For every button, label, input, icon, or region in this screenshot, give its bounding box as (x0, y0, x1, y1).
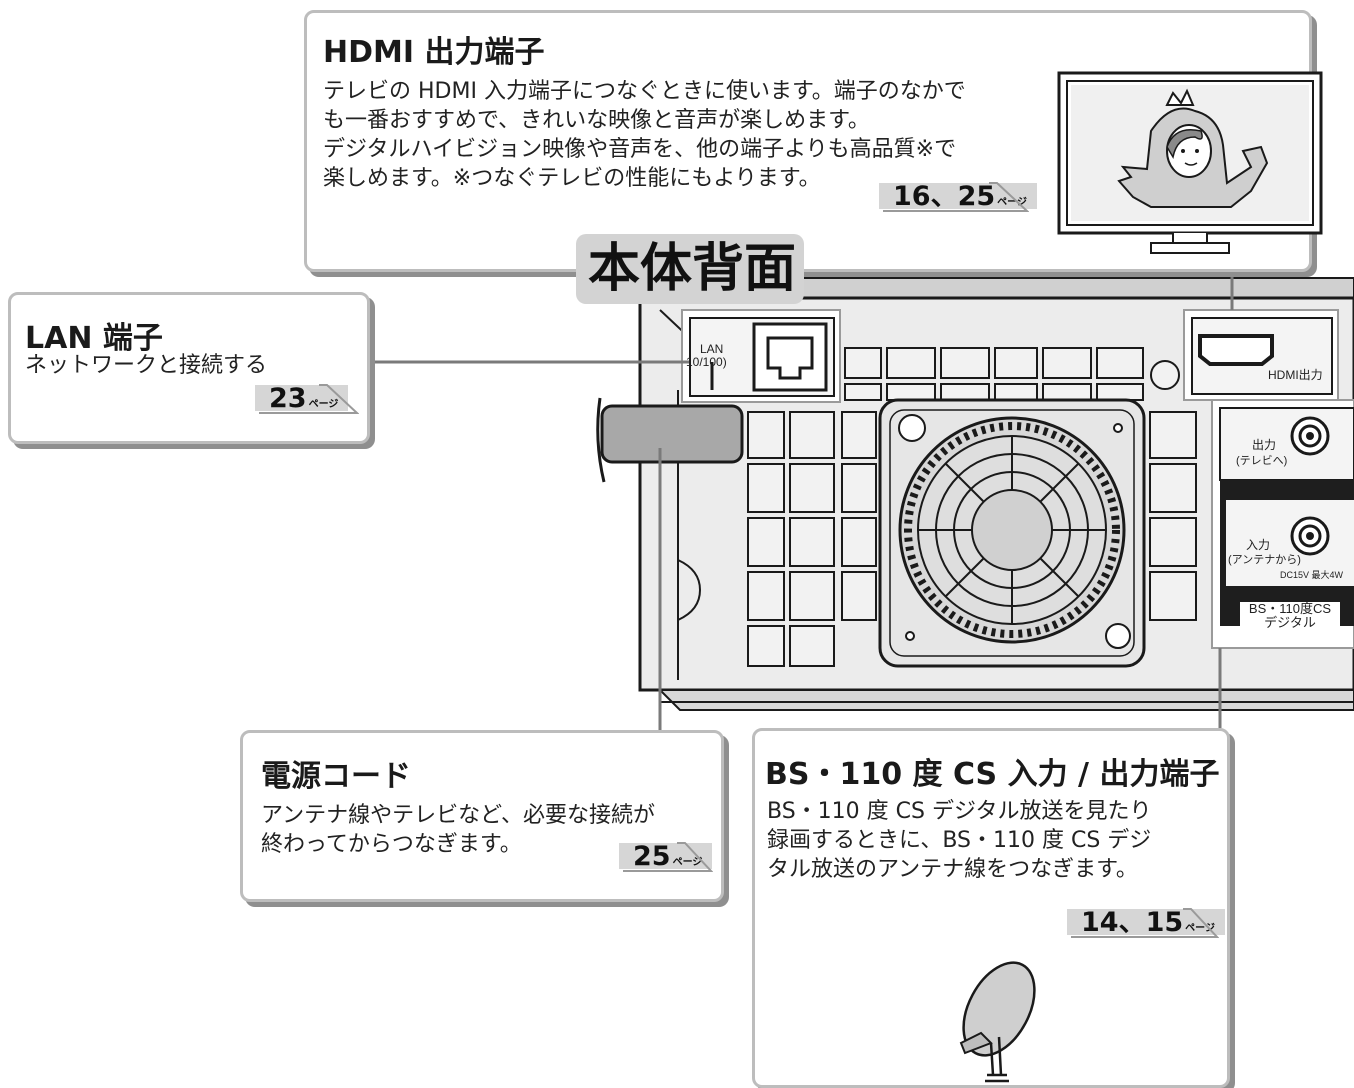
bs-cs-line-3: タル放送のアンテナ線をつなぎます。 (767, 857, 1138, 882)
bs-cs-callout: BS・110 度 CS 入力 / 出力端子 BS・110 度 CS デジタル放送… (752, 728, 1230, 1088)
hdmi-title: HDMI 出力端子 (323, 35, 545, 70)
lan-page-ref-number: 23 (269, 383, 307, 414)
hdmi-callout: HDMI 出力端子 テレビの HDMI 入力端子につなぐときに使います。端子のな… (304, 10, 1323, 272)
bs-cs-title: BS・110 度 CS 入力 / 出力端子 (765, 757, 1220, 792)
bs-cs-page-ref-number: 14、15 (1081, 907, 1184, 938)
hdmi-line-1: テレビの HDMI 入力端子につなぐときに使います。端子のなかで (323, 79, 966, 104)
power-cord-page-ref-suffix: ページ (672, 857, 703, 868)
cooling-fan-icon (878, 398, 1146, 668)
hdmi-line-4: 楽しめます。※つなぐテレビの性能にもよります。 (323, 166, 821, 191)
lan-port-speed-label: 10/100) (686, 355, 727, 369)
output-sub-label: (テレビへ) (1236, 455, 1288, 467)
bs-cs-page-ref-suffix: ページ (1185, 923, 1215, 934)
lan-title: LAN 端子 (25, 321, 163, 356)
rear-panel-title: 本体背面 (576, 234, 804, 304)
bs-cs-panel-label-2: デジタル (1264, 615, 1316, 630)
lan-line-1: ネットワークと接続する (25, 353, 268, 378)
hdmi-description: テレビの HDMI 入力端子につなぐときに使います。端子のなかで も一番おすすめ… (323, 77, 1053, 193)
bs-cs-panel-label: BS・110度CS デジタル (1240, 602, 1340, 630)
power-cord-line-2: 終わってからつなぎます。 (261, 832, 522, 857)
input-power-label: DC15V 最大4W (1280, 570, 1344, 580)
page-ref-arrow-icon (1071, 908, 1219, 938)
page-ref-arrow-icon (883, 182, 1029, 212)
hdmi-page-ref-suffix: ページ (997, 197, 1027, 208)
page-ref-arrow-icon (623, 842, 713, 872)
dinosaur-character-icon (1117, 88, 1269, 208)
lan-description: ネットワークと接続する (25, 351, 267, 380)
bs-cs-description: BS・110 度 CS デジタル放送を見たり 録画するときに、BS・110 度 … (767, 797, 1152, 884)
output-label: 出力 (1252, 438, 1277, 452)
lan-port (681, 309, 841, 403)
hdmi-page-ref-number: 16、25 (893, 181, 996, 212)
page-ref-arrow-icon (259, 384, 359, 414)
power-cord-title: 電源コード (261, 759, 411, 794)
power-cord-callout: 電源コード アンテナ線やテレビなど、必要な接続が 終わってからつなぎます。 25… (240, 730, 724, 902)
power-cord-page-ref-number: 25 (633, 841, 671, 872)
bs-cs-antenna-panel (1211, 399, 1354, 649)
rear-panel-title-text: 本体背面 (588, 239, 797, 299)
hdmi-line-3: デジタルハイビジョン映像や音声を、他の端子よりも高品質※で (323, 137, 957, 162)
lan-page-ref-suffix: ページ (308, 399, 339, 410)
power-cord-description: アンテナ線やテレビなど、必要な接続が 終わってからつなぎます。 (261, 801, 655, 859)
bs-cs-panel-label-1: BS・110度CS (1248, 601, 1332, 616)
tv-icon (1057, 71, 1323, 254)
hdmi-line-2: も一番おすすめで、きれいな映像と音声が楽しめます。 (323, 108, 870, 133)
input-sub-label: (アンテナから) (1228, 554, 1301, 566)
hdmi-port (1183, 309, 1339, 401)
power-cord-icon (596, 397, 744, 483)
bs-cs-line-1: BS・110 度 CS デジタル放送を見たり (767, 799, 1152, 824)
satellite-dish-icon (959, 961, 1036, 1083)
power-cord-line-1: アンテナ線やテレビなど、必要な接続が (261, 803, 656, 828)
lan-port-label: LAN (700, 342, 724, 356)
hdmi-port-label: HDMI出力 (1268, 368, 1323, 382)
bs-cs-line-2: 録画するときに、BS・110 度 CS デジ (767, 828, 1152, 853)
input-label: 入力 (1246, 538, 1271, 552)
